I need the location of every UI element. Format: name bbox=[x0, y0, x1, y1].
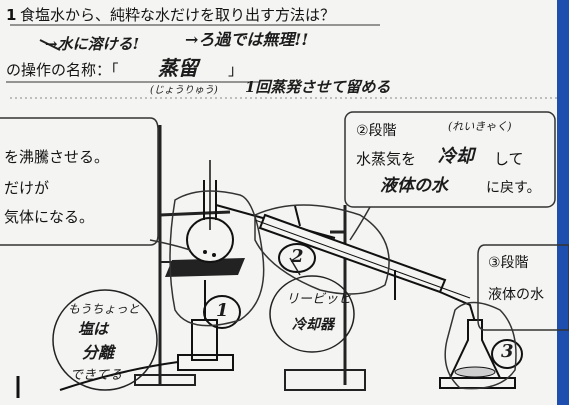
bubble-mid-outline bbox=[269, 275, 355, 353]
question-number: 1 bbox=[6, 6, 17, 24]
circle-2-label: 2 bbox=[291, 246, 304, 267]
bubble-left-line-4: できてる bbox=[70, 368, 123, 383]
note-arrow bbox=[39, 39, 61, 51]
receiver-tray bbox=[439, 377, 516, 389]
bubble-mid-line-2: 冷却器 bbox=[292, 317, 334, 333]
wire-gauze bbox=[165, 258, 245, 277]
note-dissolve: →水に溶ける! bbox=[45, 35, 140, 53]
step1-line-1: を沸騰させる。 bbox=[4, 148, 110, 166]
step2-title: ②段階 bbox=[356, 123, 397, 139]
step2-line-1a: 水蒸気を bbox=[356, 150, 417, 168]
operation-close: 」 bbox=[228, 61, 244, 79]
operation-label: の操作の名称：「 bbox=[6, 61, 119, 79]
step3-title: ③段階 bbox=[488, 255, 529, 271]
burner-base bbox=[177, 354, 234, 371]
step2-furigana: (れいきゃく) bbox=[448, 120, 512, 133]
delivery-tube bbox=[439, 291, 476, 323]
boiling-chips bbox=[203, 250, 207, 254]
step3-box bbox=[477, 244, 569, 331]
circle-3-outline bbox=[491, 339, 523, 369]
gas-hose bbox=[59, 361, 179, 391]
step1-line-2: だけが bbox=[4, 179, 50, 197]
step2-pointer bbox=[349, 206, 371, 241]
circle-1-label: 1 bbox=[216, 300, 229, 321]
collected-water bbox=[454, 366, 496, 378]
step3-line-1: 液体の水 bbox=[488, 287, 544, 303]
operation-note: 1回蒸発させて留める bbox=[245, 78, 391, 96]
window-frame-edge bbox=[557, 0, 569, 405]
operation-furigana: (じょうりゅう) bbox=[150, 85, 218, 96]
flask-region-loop bbox=[169, 190, 265, 327]
receiver-region-loop bbox=[444, 301, 517, 390]
step2-line-1c: して bbox=[494, 150, 524, 168]
operation-answer: 蒸留 bbox=[158, 56, 198, 80]
step2-line-1b: 冷却 bbox=[438, 146, 474, 167]
water-outlet bbox=[294, 205, 301, 227]
condenser-region-loop bbox=[254, 204, 390, 295]
bubble-left-line-1: もうちょっと bbox=[68, 302, 140, 316]
step2-line-2a: 液体の水 bbox=[380, 176, 448, 196]
liebig-condenser bbox=[258, 213, 447, 294]
circle-3-label: 3 bbox=[501, 341, 514, 362]
stand-base-middle bbox=[284, 369, 366, 391]
step1-line-3: 気体になる。 bbox=[4, 208, 95, 226]
circle-2-outline bbox=[278, 243, 316, 273]
stand-base-left bbox=[134, 374, 196, 386]
bubble-mid-arrow bbox=[289, 257, 301, 276]
bubble-left-line-2: 塩は bbox=[78, 320, 109, 338]
note-filter: →ろ過では無理!! bbox=[185, 30, 309, 49]
bubble-left-outline bbox=[52, 289, 158, 391]
step1-box bbox=[0, 117, 159, 246]
circle-1-outline bbox=[203, 295, 241, 329]
step2-box bbox=[344, 111, 556, 208]
condenser-inner-tube bbox=[254, 219, 471, 299]
step2-line-2b: に戻す。 bbox=[486, 180, 541, 196]
step1-pointer bbox=[149, 239, 191, 251]
bubble-mid-line-1: リービッヒ bbox=[286, 292, 352, 307]
bubble-left-line-3: 分離 bbox=[82, 343, 115, 362]
clamp-left bbox=[159, 210, 231, 217]
question-text: 食塩水から、純粋な水だけを取り出す方法は？ bbox=[20, 6, 336, 24]
boiling-chips-2 bbox=[212, 253, 216, 257]
